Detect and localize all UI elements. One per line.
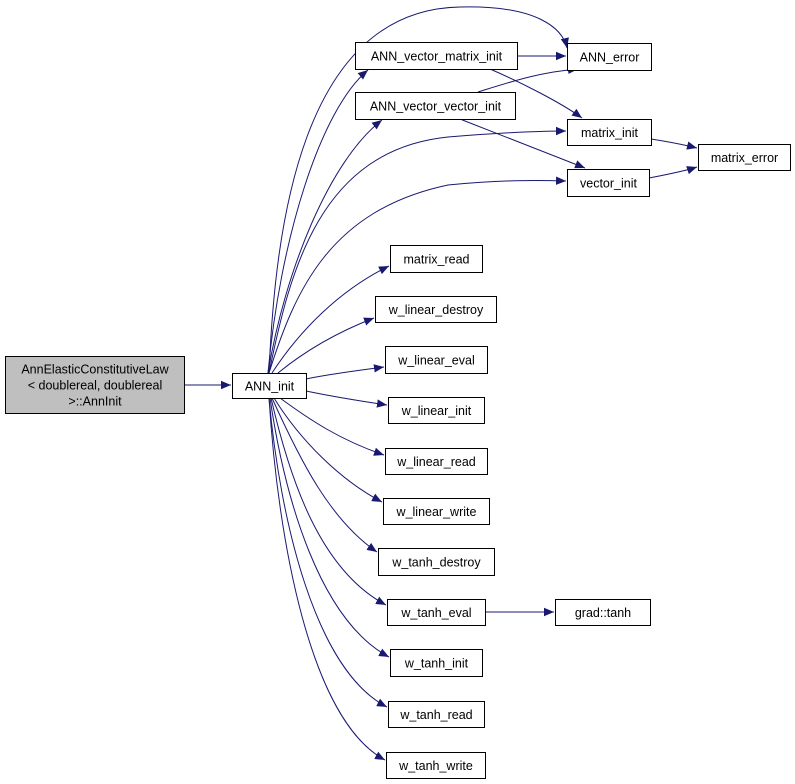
edge-ann-init-to-w-linear-read xyxy=(279,397,385,456)
node-label: AnnElasticConstitutiveLaw xyxy=(21,363,169,377)
nodes: AnnElasticConstitutiveLaw < doublereal, d… xyxy=(5,42,791,779)
edge-ann-init-to-ann-vector-matrix-init xyxy=(267,69,369,374)
node-matrix-error[interactable]: matrix_error xyxy=(698,144,791,171)
node-box[interactable] xyxy=(383,498,490,525)
node-label: w_linear_read xyxy=(396,455,476,469)
node-box[interactable] xyxy=(232,373,307,399)
node-box[interactable] xyxy=(390,245,483,273)
edge-vector-init-to-matrix-error xyxy=(648,166,698,179)
edge-ann-init-to-w-tanh-destroy xyxy=(271,397,378,553)
node-label: grad::tanh xyxy=(575,606,631,620)
node-label: w_linear_write xyxy=(396,505,477,519)
edge-ann-init-to-w-tanh-write xyxy=(268,397,386,761)
edge-ann-init-to-w-linear-eval xyxy=(305,364,385,380)
edge-matrix-init-to-matrix-error xyxy=(650,138,698,150)
node-label: matrix_error xyxy=(711,151,778,165)
node-vector-init[interactable]: vector_init xyxy=(567,169,650,197)
node-label: w_linear_init xyxy=(401,404,472,418)
node-label: vector_init xyxy=(580,177,637,191)
node-box[interactable] xyxy=(387,599,486,626)
node-box[interactable] xyxy=(388,701,485,728)
node-label: w_tanh_init xyxy=(404,657,469,671)
edge-ann-init-to-matrix-init xyxy=(268,126,567,374)
node-label: >::AnnInit xyxy=(68,395,122,409)
node-root[interactable]: AnnElasticConstitutiveLaw < doublereal, d… xyxy=(5,356,185,414)
node-box[interactable] xyxy=(355,92,516,120)
node-box[interactable] xyxy=(390,649,483,677)
edge-ann-vector-vector-init-to-vector-init xyxy=(459,118,586,169)
edge-ann-init-to-w-linear-destroy xyxy=(277,317,375,374)
node-matrix-init[interactable]: matrix_init xyxy=(567,119,652,146)
node-w-linear-init[interactable]: w_linear_init xyxy=(388,397,485,424)
node-w-tanh-destroy[interactable]: w_tanh_destroy xyxy=(378,548,495,576)
node-box[interactable] xyxy=(567,119,652,146)
node-box[interactable] xyxy=(378,548,495,576)
edge-ann-init-to-vector-init xyxy=(268,176,567,374)
edges xyxy=(184,6,698,761)
edge-ann-init-to-ann-error xyxy=(268,6,569,374)
node-box[interactable] xyxy=(5,356,185,414)
node-box[interactable] xyxy=(385,346,488,374)
node-w-tanh-init[interactable]: w_tanh_init xyxy=(390,649,483,677)
node-box[interactable] xyxy=(555,599,651,626)
node-label: w_linear_eval xyxy=(397,354,474,368)
node-w-tanh-eval[interactable]: w_tanh_eval xyxy=(387,599,486,626)
node-label: w_tanh_read xyxy=(399,708,472,722)
node-label: < doublereal, doublereal xyxy=(28,379,162,393)
node-box[interactable] xyxy=(386,752,486,779)
node-w-tanh-read[interactable]: w_tanh_read xyxy=(388,701,485,728)
node-label: matrix_read xyxy=(404,253,470,267)
node-box[interactable] xyxy=(567,169,650,197)
edge-ann-init-to-w-tanh-eval xyxy=(270,397,387,606)
node-label: ANN_vector_matrix_init xyxy=(371,50,503,64)
edge-ann-vector-vector-init-to-ann-error xyxy=(477,65,579,93)
node-box[interactable] xyxy=(355,42,518,70)
node-label: w_tanh_write xyxy=(398,759,473,773)
node-ann-vector-matrix-init[interactable]: ANN_vector_matrix_init xyxy=(355,42,518,70)
node-box[interactable] xyxy=(388,397,485,424)
node-ann-vector-vector-init[interactable]: ANN_vector_vector_init xyxy=(355,92,516,120)
node-box[interactable] xyxy=(385,448,488,475)
edge-ann-init-to-w-tanh-init xyxy=(269,397,390,658)
edge-ann-init-to-matrix-read xyxy=(271,265,390,374)
edge-ann-init-to-w-linear-write xyxy=(273,397,383,503)
node-ann-init[interactable]: ANN_init xyxy=(232,373,307,399)
edge-ann-init-to-w-linear-init xyxy=(305,390,388,408)
node-label: ANN_vector_vector_init xyxy=(370,100,502,114)
edge-ann-vector-matrix-init-to-matrix-init xyxy=(489,68,583,119)
node-box[interactable] xyxy=(567,43,652,71)
node-label: w_linear_destroy xyxy=(388,303,484,317)
node-box[interactable] xyxy=(375,296,497,323)
edge-ann-init-to-ann-vector-vector-init xyxy=(267,119,383,374)
node-ann-error[interactable]: ANN_error xyxy=(567,43,652,71)
node-box[interactable] xyxy=(698,144,791,171)
node-w-linear-eval[interactable]: w_linear_eval xyxy=(385,346,488,374)
node-grad-tanh[interactable]: grad::tanh xyxy=(555,599,651,626)
node-label: ANN_init xyxy=(245,380,295,394)
node-label: matrix_init xyxy=(581,126,638,140)
node-label: w_tanh_eval xyxy=(400,606,471,620)
node-matrix-read[interactable]: matrix_read xyxy=(390,245,483,273)
node-label: w_tanh_destroy xyxy=(391,556,481,570)
node-w-linear-read[interactable]: w_linear_read xyxy=(385,448,488,475)
node-w-linear-write[interactable]: w_linear_write xyxy=(383,498,490,525)
node-w-tanh-write[interactable]: w_tanh_write xyxy=(386,752,486,779)
node-w-linear-destroy[interactable]: w_linear_destroy xyxy=(375,296,497,323)
node-label: ANN_error xyxy=(580,51,640,65)
edge-ann-init-to-w-tanh-read xyxy=(268,397,388,708)
